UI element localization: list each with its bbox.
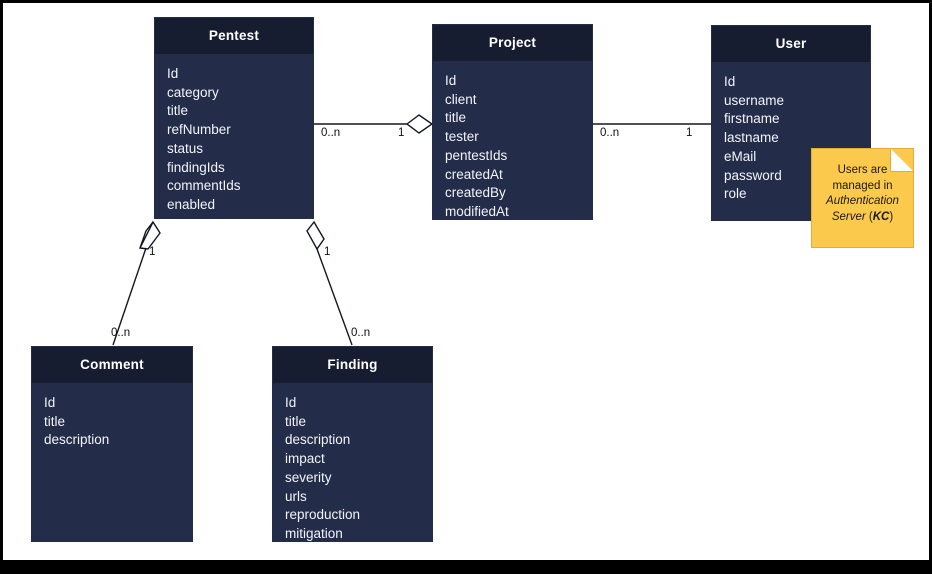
attribute-item: password [724,167,782,183]
note-paren-open: ( [865,210,873,223]
multiplicity-pentest-comment-source: 1 [149,246,156,258]
class-title-comment: Comment [32,347,192,383]
attribute-item: Id [167,66,179,81]
attribute-item: createdBy [445,185,506,201]
attribute-item: title [167,103,189,119]
note-line-2: managed in [832,179,893,192]
attribute-item: pentestIds [445,147,508,163]
multiplicity-pentest-project-source: 0..n [321,127,341,139]
class-box-finding[interactable]: Finding Id title description impact seve… [272,346,433,542]
note-fold-triangle-icon [891,149,913,171]
attribute-item: Id [445,73,457,88]
class-title-user: User [712,26,870,62]
class-title-pentest: Pentest [155,18,313,54]
attribute-item: reproduction [285,507,361,523]
class-box-pentest[interactable]: Pentest Id category title refNumber stat… [154,17,314,219]
multiplicity-project-user-target: 1 [686,127,693,139]
attribute-item: enabled [167,196,216,212]
attribute-item: Id [44,395,56,410]
note-line-3: Authentication [826,195,899,207]
attribute-item: Id [724,74,736,89]
multiplicity-pentest-finding-target: 0..n [351,327,371,339]
bottom-border-band [3,560,929,574]
attribute-item: modifiedAt [445,203,509,219]
attribute-item: lastname [724,130,779,146]
attribute-item: severity [285,469,332,485]
multiplicity-project-user-source: 0..n [600,127,620,139]
note-line-4: Server [831,210,866,223]
attribute-item: description [44,432,110,448]
class-attributes-project: Id client title tester pentestIds create… [433,61,592,230]
attribute-item: username [724,92,785,108]
multiplicity-pentest-comment-target: 0..n [111,327,131,339]
attribute-item: impact [285,451,325,467]
attribute-item: urls [285,488,307,504]
attribute-item: role [724,186,747,202]
attribute-item: createdAt [445,166,503,182]
class-attributes-finding: Id title description impact severity url… [273,383,432,552]
attribute-item: Id [285,395,297,410]
attribute-item: title [445,110,467,126]
class-box-comment[interactable]: Comment Id title description [31,346,193,542]
attribute-item: eMail [724,148,757,164]
attribute-item: mitigation [285,525,343,541]
note-paren-close: ) [889,210,894,223]
attribute-item: status [167,140,204,156]
class-title-finding: Finding [273,347,432,383]
attribute-item: client [445,91,477,107]
attribute-item: tester [445,129,479,145]
multiplicity-pentest-project-target: 1 [398,127,405,139]
class-attributes-user: Id username firstname lastname eMail pas… [712,62,870,212]
class-title-project: Project [433,25,592,61]
attribute-item: firstname [724,111,780,127]
multiplicity-pentest-finding-source: 1 [324,246,331,258]
class-attributes-pentest: Id category title refNumber status findi… [155,54,313,223]
attribute-item: commentIds [167,178,241,194]
class-attributes-comment: Id title description [32,383,192,458]
attribute-item: title [44,413,66,429]
class-box-project[interactable]: Project Id client title tester pentestId… [432,24,593,220]
note-line-1: Users are [837,164,888,176]
attribute-item: category [167,84,219,100]
edge-pentest-finding [306,220,353,346]
attribute-item: title [285,413,307,429]
note-text: Users are managed in Authentication Serv… [820,163,905,225]
attribute-item: findingIds [167,159,225,175]
attribute-item: refNumber [167,122,231,138]
note-kc: KC [872,210,890,223]
note-users-managed[interactable]: Users are managed in Authentication Serv… [811,148,914,248]
attribute-item: description [285,432,351,448]
